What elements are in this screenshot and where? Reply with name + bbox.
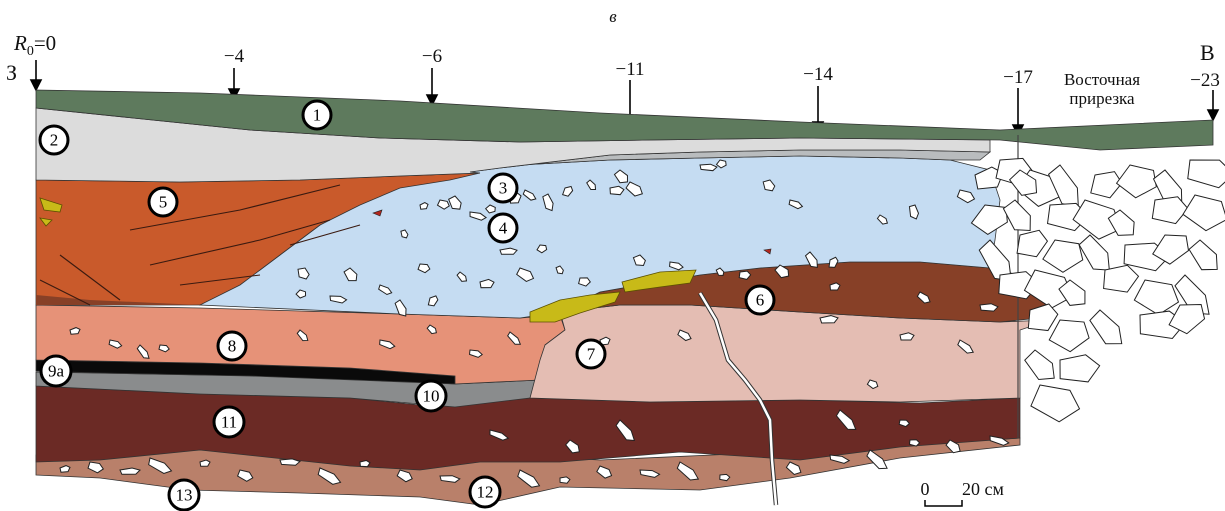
layer-marker-3: 3 xyxy=(489,174,517,202)
marker-label: −14 xyxy=(803,64,833,85)
marker-label: −17 xyxy=(1003,67,1033,88)
layer-number: 13 xyxy=(176,486,193,505)
layer-number: 1 xyxy=(313,106,322,125)
origin-label: R0=0 xyxy=(13,31,56,59)
layer-marker-2: 2 xyxy=(40,126,68,154)
layer-number: 10 xyxy=(423,387,440,406)
layer-number: 5 xyxy=(159,193,168,212)
stone xyxy=(1056,350,1101,386)
layer-marker-7: 7 xyxy=(577,340,605,368)
stone xyxy=(1188,236,1223,276)
scale-end-label: 20 см xyxy=(962,479,1004,499)
figure-letter: в xyxy=(609,7,617,26)
layer-marker-9a: 9а xyxy=(41,356,71,386)
marker-label: −6 xyxy=(422,46,442,67)
stone xyxy=(1040,230,1089,279)
layer-number: 11 xyxy=(221,413,237,432)
layer-number: 2 xyxy=(50,131,59,150)
layer-marker-10: 10 xyxy=(416,381,446,411)
marker-labels: −4 −6 −11 −14 −17 xyxy=(224,46,1033,88)
origin-subscript: 0 xyxy=(27,44,34,59)
scale-bar: 0 20 см xyxy=(921,479,1004,506)
stone xyxy=(1023,346,1059,386)
layer-marker-6: 6 xyxy=(746,286,774,314)
stone xyxy=(1088,306,1127,352)
arrow-origin xyxy=(31,60,41,90)
marker-label: −11 xyxy=(615,59,644,80)
arrow-marker xyxy=(1013,88,1023,135)
stone xyxy=(1183,150,1225,193)
east-trench-label-line2: прирезка xyxy=(1069,89,1135,108)
layer-number: 7 xyxy=(587,345,596,364)
east-letter: В xyxy=(1200,40,1215,65)
scale-start-label: 0 xyxy=(921,479,930,499)
stone xyxy=(1014,225,1049,261)
layer-marker-1: 1 xyxy=(303,101,331,129)
stone xyxy=(1180,185,1225,238)
layer-marker-11: 11 xyxy=(214,407,244,437)
stone xyxy=(1027,375,1085,430)
layer-number: 12 xyxy=(477,483,494,502)
layer-marker-8: 8 xyxy=(218,332,246,360)
origin-r: R xyxy=(13,31,27,55)
layer-number: 9а xyxy=(48,362,65,381)
arrow-marker xyxy=(427,68,437,105)
origin-value: =0 xyxy=(34,31,56,55)
layer-number: 8 xyxy=(228,337,237,356)
west-letter: З xyxy=(6,60,17,85)
east-trench-label-line1: Восточная xyxy=(1064,70,1140,89)
layer-marker-12: 12 xyxy=(470,477,500,507)
layer-marker-13: 13 xyxy=(169,480,199,510)
layer-number: 4 xyxy=(499,219,508,238)
arrow-east xyxy=(1208,90,1218,120)
layer-marker-4: 4 xyxy=(489,214,517,242)
layer-number: 6 xyxy=(756,291,765,310)
marker-label: −4 xyxy=(224,46,245,67)
east-value: −23 xyxy=(1190,70,1220,91)
scale-bar-line xyxy=(925,500,962,506)
layer-marker-5: 5 xyxy=(149,188,177,216)
layer-number: 3 xyxy=(499,179,508,198)
